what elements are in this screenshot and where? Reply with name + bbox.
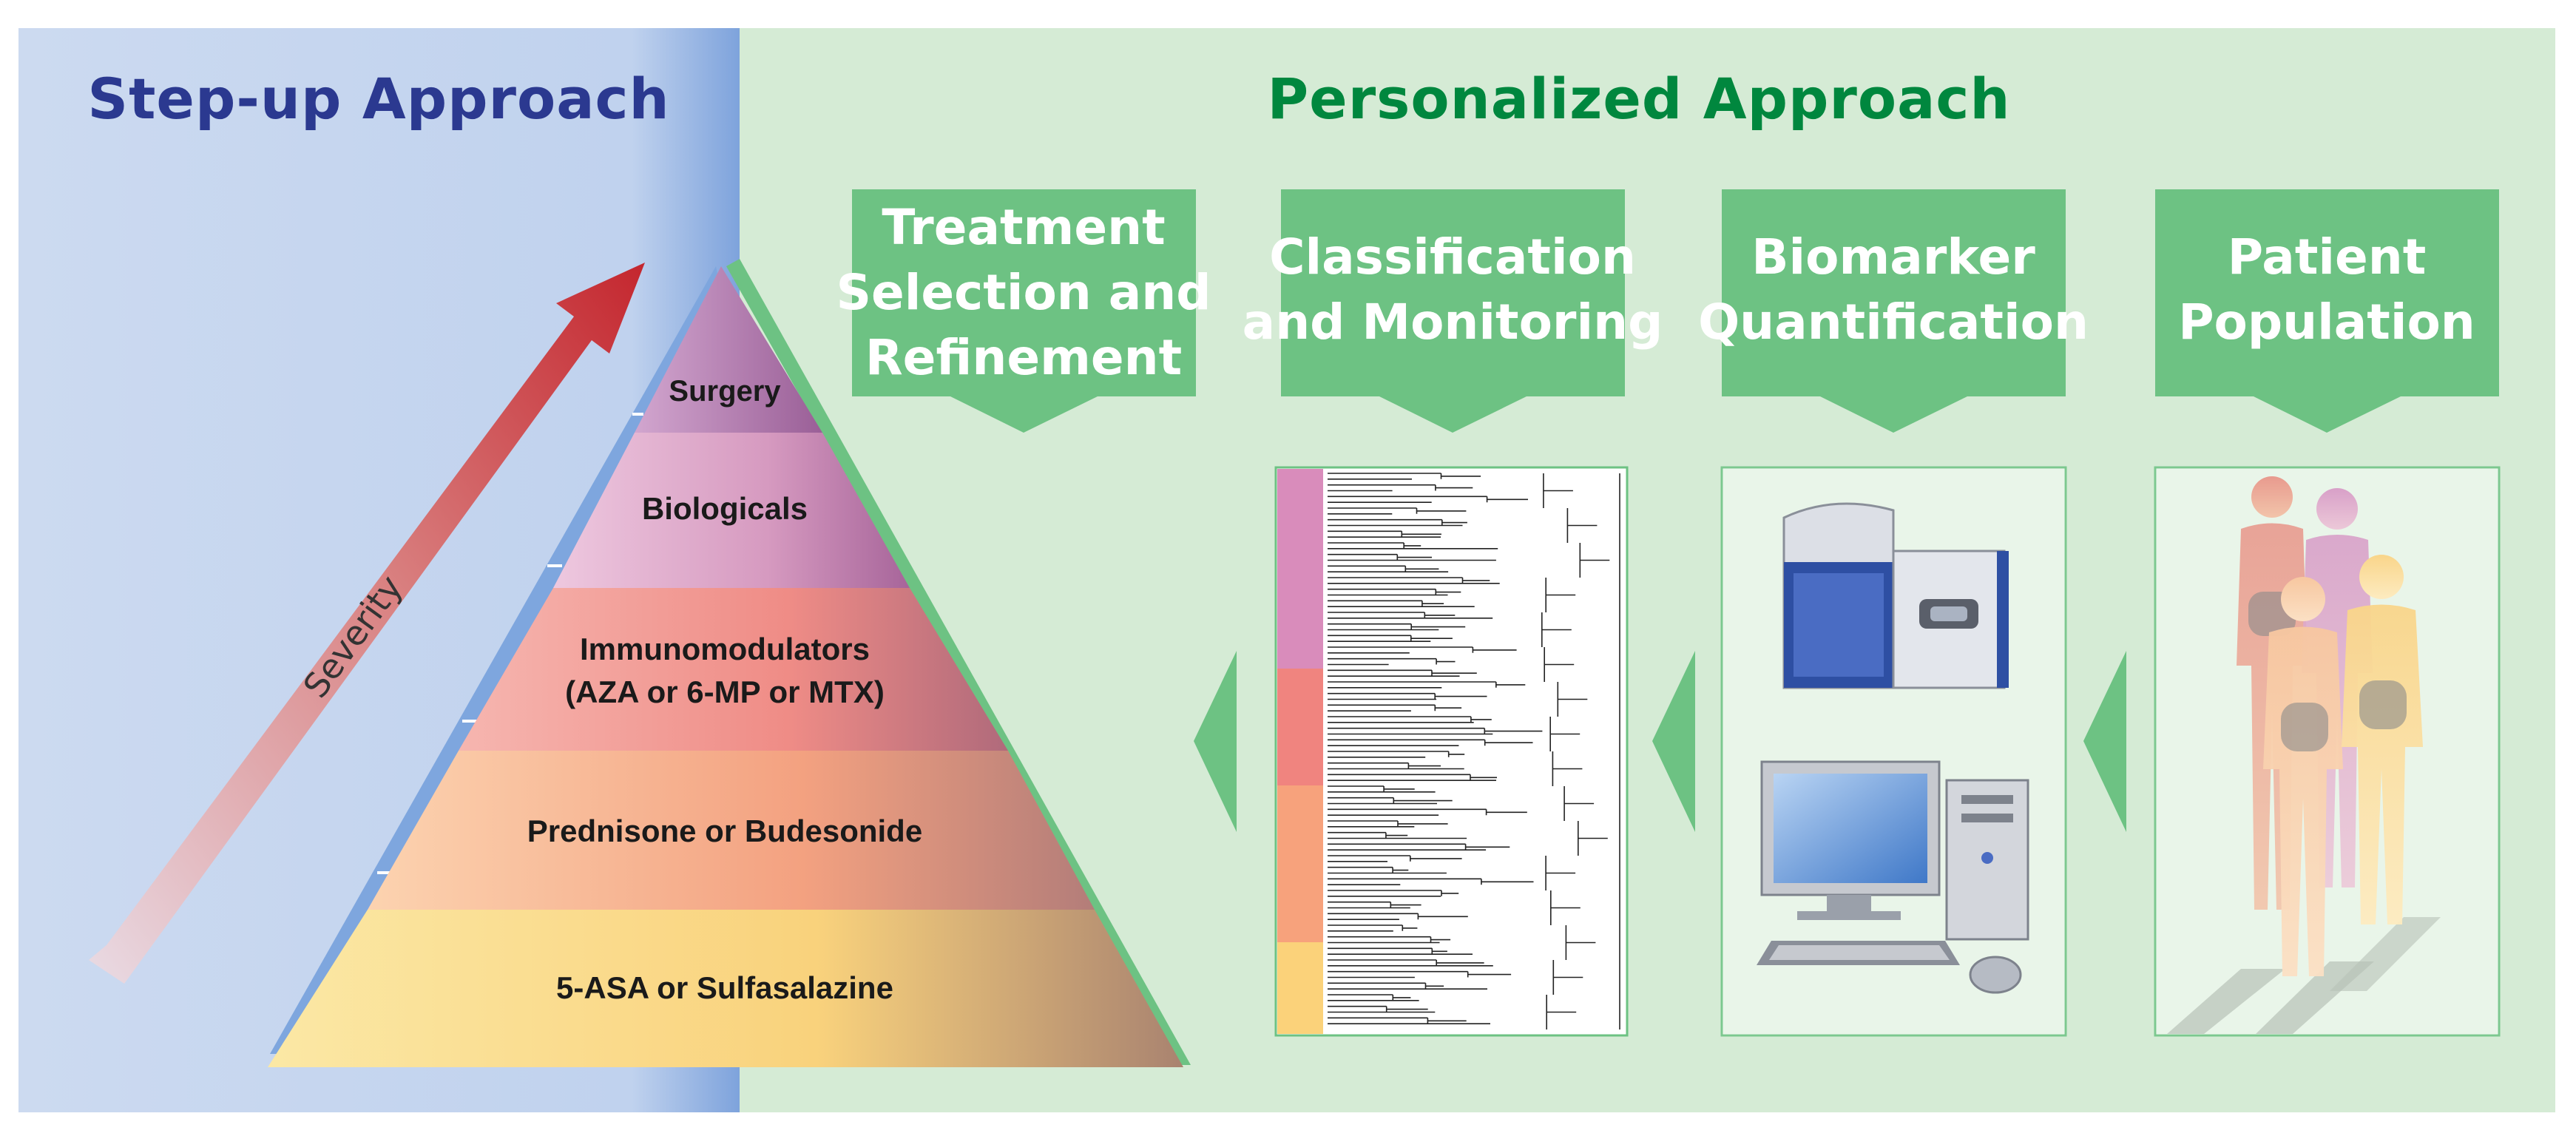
flow-arrow-left-1 bbox=[1194, 651, 1237, 832]
step-box-biomarker: Biomarker Quantification bbox=[1698, 189, 2089, 433]
pyramid-tier-biologicals bbox=[553, 433, 910, 588]
dendrogram-branches bbox=[1328, 473, 1620, 1030]
step-label-biomarker-line1: Biomarker bbox=[1751, 229, 2035, 285]
treatment-pyramid: Surgery Biologicals Immunomodulators (AZ… bbox=[268, 259, 1191, 1067]
step-label-patient-line2: Population bbox=[2178, 294, 2475, 351]
step-box-patient-population: Patient Population bbox=[2155, 189, 2499, 433]
desktop-computer-icon bbox=[1757, 760, 2029, 994]
cluster-dendrogram-icon bbox=[1274, 466, 1629, 1037]
pyramid-tier-surgery bbox=[635, 266, 822, 433]
tier-label-aminosalicylates: 5-ASA or Sulfasalazine bbox=[556, 970, 893, 1005]
biomarker-instruments-panel bbox=[1720, 466, 2067, 1037]
right-panel-title: Personalized Approach bbox=[1267, 66, 2010, 132]
tier-label-steroids: Prednisone or Budesonide bbox=[527, 814, 922, 848]
step-label-treatment-line3: Refinement bbox=[865, 329, 1182, 386]
mass-spectrometer-icon bbox=[1782, 502, 2009, 689]
tier-label-biologicals: Biologicals bbox=[642, 491, 808, 526]
left-panel-title: Step-up Approach bbox=[87, 66, 669, 132]
step-label-classification-line2: and Monitoring bbox=[1243, 294, 1663, 351]
pyramid-right-side bbox=[726, 259, 1191, 1065]
tier-label-immunomodulators-drugs: (AZA or 6-MP or MTX) bbox=[565, 674, 885, 709]
patient-group-icon bbox=[2154, 466, 2501, 1037]
tier-label-surgery: Surgery bbox=[669, 375, 781, 408]
step-label-patient-line1: Patient bbox=[2228, 229, 2427, 285]
pyramid-left-side bbox=[270, 266, 721, 1054]
pyramid-tier-aminosalicylates bbox=[268, 910, 1183, 1067]
pyramid-tier-immunomodulators bbox=[459, 588, 1008, 751]
flow-arrow-left-3 bbox=[2083, 651, 2126, 832]
step-label-classification-line1: Classification bbox=[1269, 229, 1636, 285]
step-box-treatment-selection: Treatment Selection and Refinement bbox=[836, 189, 1211, 433]
step-label-biomarker-line2: Quantification bbox=[1698, 294, 2089, 351]
step-label-treatment-line1: Treatment bbox=[882, 199, 1165, 256]
pyramid-tier-steroids bbox=[368, 751, 1095, 910]
step-box-classification: Classification and Monitoring bbox=[1243, 189, 1663, 433]
step-label-treatment-line2: Selection and bbox=[836, 264, 1211, 321]
tier-label-immunomodulators: Immunomodulators bbox=[580, 632, 870, 666]
flow-arrow-left-2 bbox=[1652, 651, 1695, 832]
